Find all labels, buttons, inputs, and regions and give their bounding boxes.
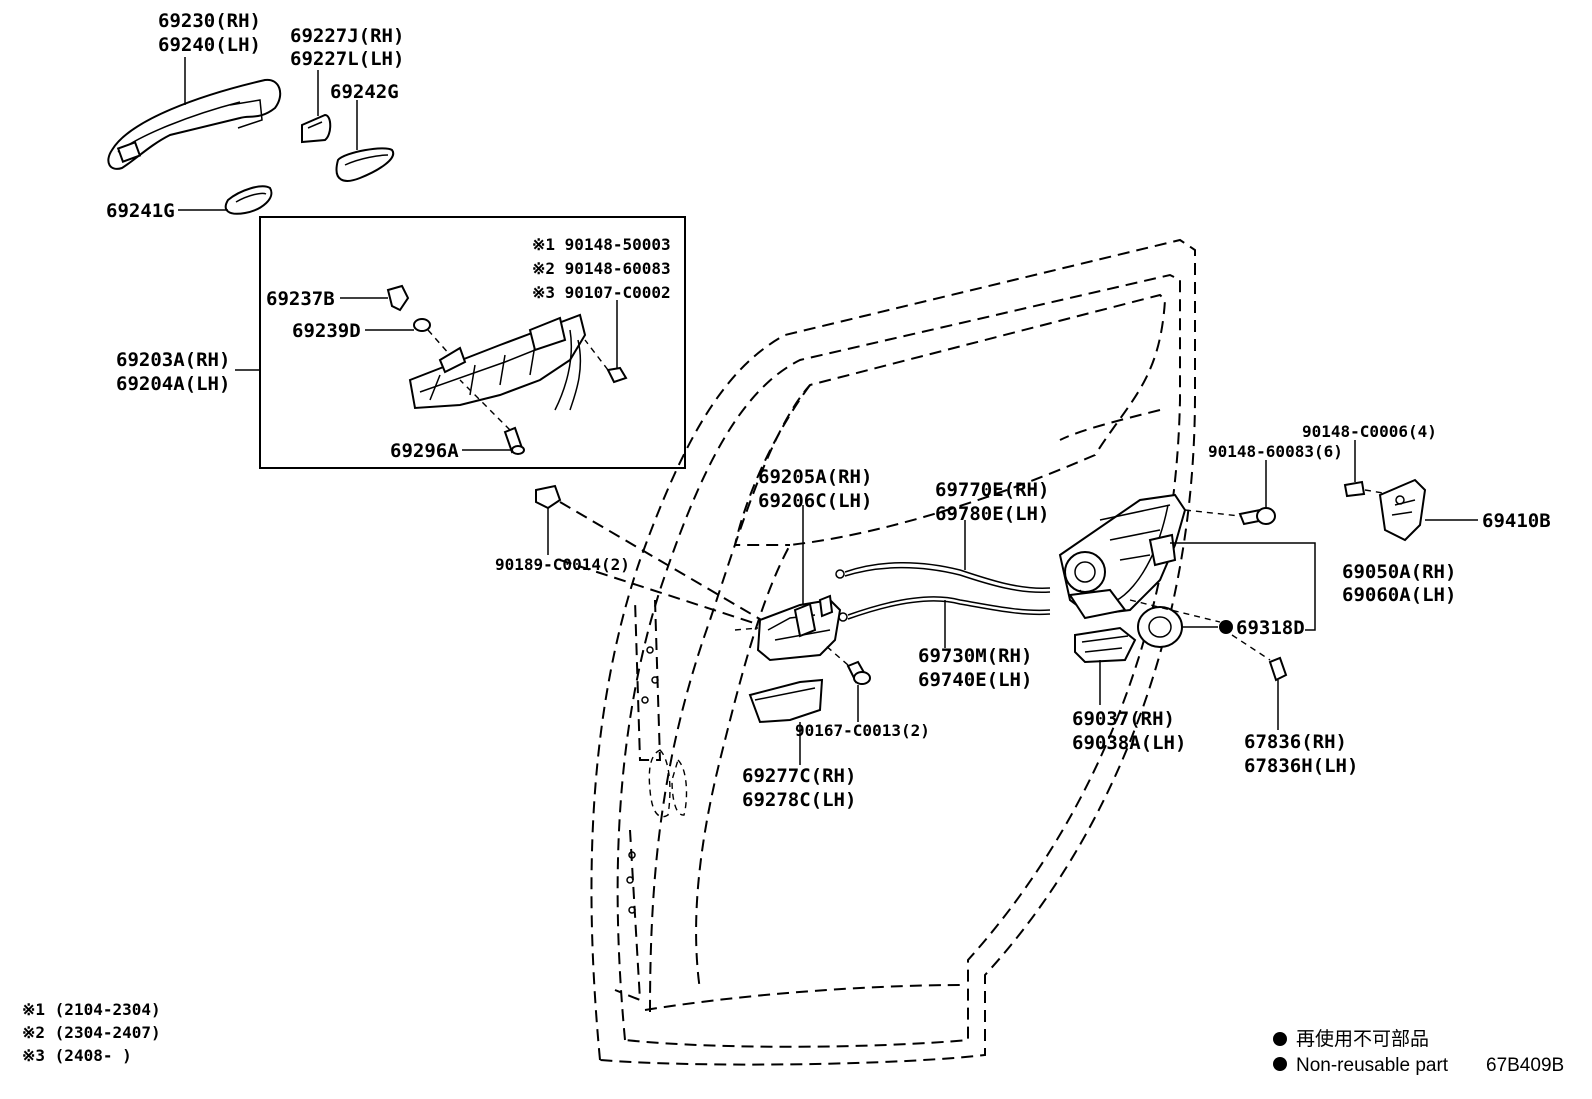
inner-handle-bezel <box>748 678 824 724</box>
label-outer-handle-lh: 69240(LH) <box>158 34 261 56</box>
screw-90148-60083 <box>1238 507 1276 526</box>
label-cushion-rh: 67836(RH) <box>1244 731 1347 753</box>
label-cover-lh: 69227L(LH) <box>290 48 404 70</box>
label-cable1-lh: 69780E(LH) <box>935 503 1049 525</box>
label-seal-318d: 69318D <box>1236 617 1305 639</box>
footnote-1: ※1 (2104-2304) <box>22 1000 161 1019</box>
label-screw-90148-60083: 90148-60083(6) <box>1208 442 1343 461</box>
legend-en: Non-reusable part <box>1296 1055 1449 1076</box>
label-screw-90167: 90167-C0013(2) <box>795 721 930 740</box>
label-bezel-rh: 69277C(RH) <box>742 765 856 787</box>
label-cap-237b: 69237B <box>266 288 335 310</box>
label-pad-241g: 69241G <box>106 200 175 222</box>
label-lock-cover-rh: 69037(RH) <box>1072 708 1175 730</box>
label-note2: ※2 90148-60083 <box>532 259 671 278</box>
grommet-239d <box>413 318 431 332</box>
label-lock-lh: 69060A(LH) <box>1342 584 1456 606</box>
door-outline <box>590 238 1196 1066</box>
label-note1: ※1 90148-50003 <box>532 235 671 254</box>
legend: 再使用不可部品 Non-reusable part 67B409B <box>1273 1028 1564 1076</box>
label-frame-rh: 69203A(RH) <box>116 349 230 371</box>
label-lock-rh: 69050A(RH) <box>1342 561 1456 583</box>
legend-dot-icon-2 <box>1273 1057 1287 1071</box>
legend-dot-icon <box>1273 1032 1287 1046</box>
non-reusable-dot-icon <box>1219 620 1233 634</box>
seal-ring-69318d <box>1137 606 1183 648</box>
label-inner-handle-lh: 69206C(LH) <box>758 490 872 512</box>
label-cable1-rh: 69770E(RH) <box>935 479 1049 501</box>
diagram-code: 67B409B <box>1486 1055 1564 1076</box>
lock-cover-69037 <box>1074 626 1137 664</box>
label-cushion-lh: 67836H(LH) <box>1244 755 1358 777</box>
handle-frame <box>408 313 587 411</box>
label-frame-lh: 69204A(LH) <box>116 373 230 395</box>
label-cover-rh: 69227J(RH) <box>290 25 404 47</box>
clip-90189 <box>535 484 562 510</box>
part-labels: 69230(RH) 69240(LH) 69227J(RH) 69227L(LH… <box>106 10 1551 811</box>
handle-pad-g <box>335 147 395 182</box>
cable-upper <box>835 561 1051 594</box>
cushion-67836 <box>1268 656 1288 682</box>
label-striker-410b: 69410B <box>1482 510 1551 532</box>
legend-jp: 再使用不可部品 <box>1296 1028 1429 1050</box>
inner-door-handle <box>756 594 842 662</box>
label-cable2-rh: 69730M(RH) <box>918 645 1032 667</box>
cable-lower <box>838 596 1051 622</box>
label-lock-cover-lh: 69038A(LH) <box>1072 732 1186 754</box>
label-bolt-296a: 69296A <box>390 440 459 462</box>
handle-cover <box>301 113 332 144</box>
screw-note <box>606 366 628 384</box>
outer-door-handle <box>107 78 282 170</box>
label-grommet-239d: 69239D <box>292 320 361 342</box>
screw-90167 <box>846 660 871 685</box>
label-pad-g: 69242G <box>330 81 399 103</box>
screw-90148-c0006 <box>1343 480 1366 498</box>
bolt-296a <box>503 426 525 455</box>
label-outer-handle-rh: 69230(RH) <box>158 10 261 32</box>
label-screw-90148-c0006: 90148-C0006(4) <box>1302 422 1437 441</box>
label-inner-handle-rh: 69205A(RH) <box>758 466 872 488</box>
striker-69410b <box>1378 478 1427 542</box>
cap-237b <box>386 284 410 312</box>
door-lock-assembly <box>1058 493 1187 620</box>
label-bezel-lh: 69278C(LH) <box>742 789 856 811</box>
footnote-3: ※3 (2408- ) <box>22 1046 132 1065</box>
handle-pad-241g <box>224 185 273 215</box>
footnotes: ※1 (2104-2304) ※2 (2304-2407) ※3 (2408- … <box>22 1000 161 1065</box>
inset-box <box>259 216 686 469</box>
label-note3: ※3 90107-C0002 <box>532 283 671 302</box>
footnote-2: ※2 (2304-2407) <box>22 1023 161 1042</box>
label-clip-90189: 90189-C0014(2) <box>495 555 630 574</box>
label-cable2-lh: 69740E(LH) <box>918 669 1032 691</box>
